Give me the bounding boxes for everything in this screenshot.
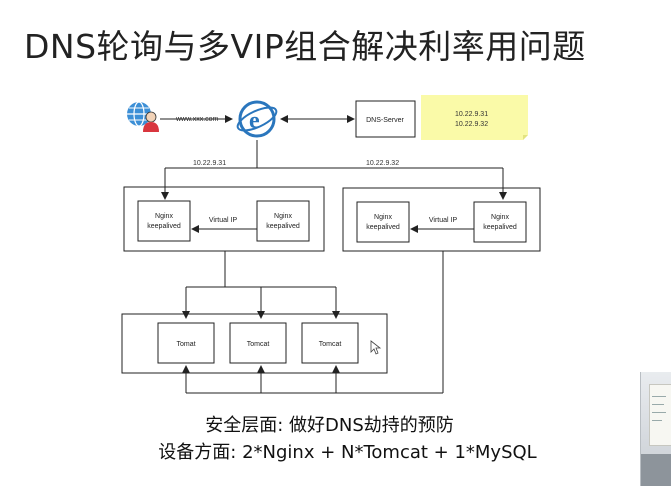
- tomcat-box-1: [157, 322, 215, 364]
- nginx-label: Nginx: [491, 214, 509, 221]
- nginx-label: Nginx: [374, 214, 392, 221]
- svg-text:e: e: [249, 108, 260, 134]
- dns-record-1: 10.22.9.31: [455, 111, 488, 118]
- cursor-icon: [370, 340, 382, 355]
- keepalived-label: keepalived: [266, 223, 300, 230]
- nginx-left-backup: [256, 200, 310, 242]
- globe-icon: [127, 101, 151, 127]
- keepalived-label: keepalived: [483, 224, 517, 231]
- nginx-label: Nginx: [155, 213, 173, 220]
- browser-icon: e: [236, 100, 278, 138]
- virtual-ip-label-left: Virtual IP: [209, 217, 238, 224]
- nginx-right-master: [356, 201, 410, 243]
- keepalived-label: keepalived: [366, 224, 400, 231]
- virtual-ip-label-right: Virtual IP: [429, 217, 458, 224]
- webcam-photo: [640, 372, 671, 486]
- nginx-label: Nginx: [274, 213, 292, 220]
- dns-server-box: [355, 100, 416, 138]
- dns-record-2: 10.22.9.32: [455, 121, 488, 128]
- tomcat-group: [121, 313, 388, 374]
- keepalived-label: keepalived: [147, 223, 181, 230]
- tomcat-label-3: Tomcat: [319, 341, 342, 348]
- tomcat-label-1: Tomat: [176, 341, 195, 348]
- nginx-group-right: [342, 187, 541, 252]
- user-icon: [143, 111, 159, 132]
- security-caption: 安全层面: 做好DNS劫持的预防: [205, 415, 454, 436]
- tomcat-box-2: [229, 322, 287, 364]
- nginx-right-backup: [473, 201, 527, 243]
- vip-right-label: 10.22.9.32: [366, 160, 399, 167]
- equipment-caption: 设备方面: 2*Nginx + N*Tomcat + 1*MySQL: [158, 442, 537, 463]
- dns-server-label: DNS-Server: [366, 117, 404, 124]
- page-title: DNS轮询与多VIP组合解决利率用问题: [24, 27, 586, 66]
- dns-records-note: [421, 95, 528, 140]
- nginx-left-master: [137, 200, 191, 242]
- vip-left-label: 10.22.9.31: [193, 160, 226, 167]
- tomcat-label-2: Tomcat: [247, 341, 270, 348]
- nginx-group-left: [123, 186, 325, 252]
- tomcat-box-3: [301, 322, 359, 364]
